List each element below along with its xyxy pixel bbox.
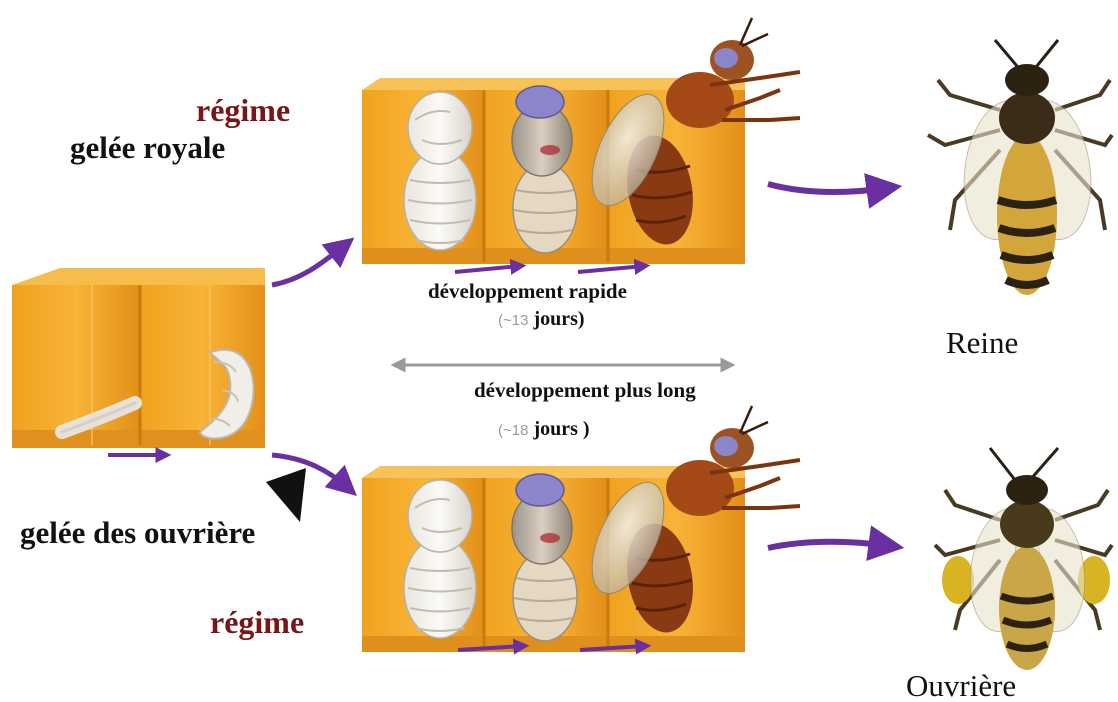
queen-duration-suffix: jours) [533,308,584,330]
queen-diet-name: gelée royale [70,130,225,166]
pupa-icon [404,480,476,638]
queen-bee-icon [928,40,1112,295]
pupa-icon [404,92,476,250]
worker-duration-suffix: jours ) [533,418,589,440]
queen-duration: (~13 jours) [498,308,585,331]
queen-duration-prefix: (~13 [498,312,528,329]
queen-result-label: Reine [946,325,1018,361]
worker-diet-prefix: régime [210,604,304,641]
worker-development-label: développement plus long [474,378,696,403]
pointer-icon [266,468,306,522]
to-worker-arrow [768,542,890,548]
queen-development-label: développement rapide [428,279,627,304]
worker-diet-name: gelée des ouvrière [20,515,255,551]
larva-comb [12,268,265,455]
to-queen-arrow [768,184,888,192]
worker-bee-icon [935,448,1112,670]
worker-result-label: Ouvrière [906,668,1016,702]
worker-duration-prefix: (~18 [498,422,528,439]
queen-diet-prefix: régime [196,92,290,129]
worker-duration: (~18 jours ) [498,418,590,441]
